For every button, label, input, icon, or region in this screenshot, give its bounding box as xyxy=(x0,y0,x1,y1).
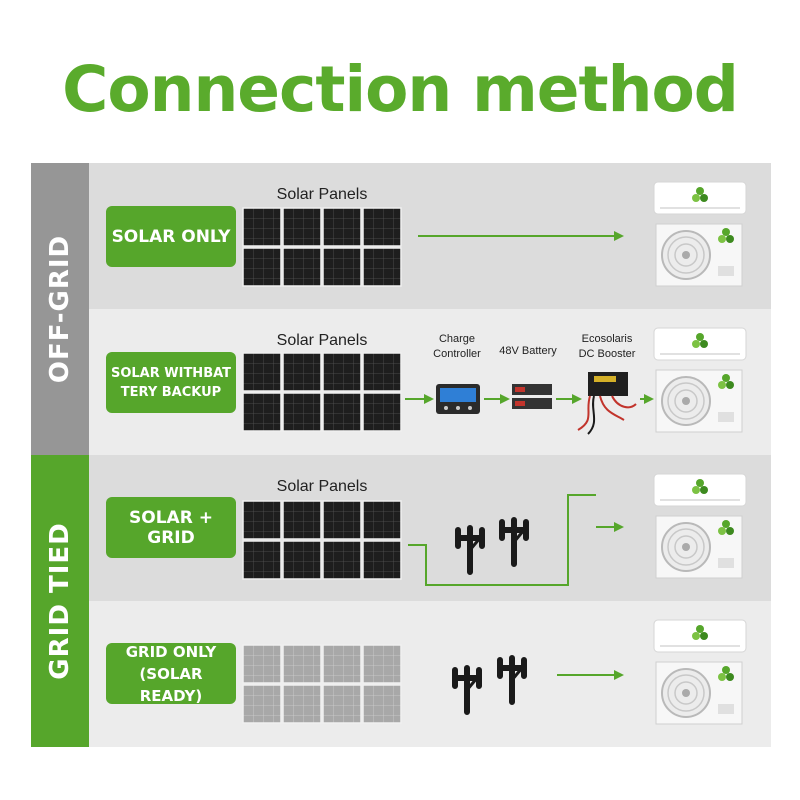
label-line: 48V Battery xyxy=(499,345,557,357)
solar-panel-icon xyxy=(242,207,402,287)
badge-solar-grid: SOLAR + GRID xyxy=(106,497,236,558)
power-pole-icon xyxy=(458,520,526,572)
air-conditioner-icon xyxy=(654,474,746,578)
label-line: Ecosolaris xyxy=(581,333,633,345)
charge-controller-icon xyxy=(436,384,480,414)
badge-line: (SOLAR READY) xyxy=(139,664,203,705)
air-conditioner-icon xyxy=(654,620,746,724)
badge-solar-only: SOLAR ONLY xyxy=(106,206,236,267)
solar-panel-icon xyxy=(242,352,402,432)
badge-solar-battery: SOLAR WITHBAT TERY BACKUP xyxy=(106,352,236,413)
solar-panels-label: Solar Panels xyxy=(276,186,368,203)
badge-line: GRID ONLY xyxy=(125,642,217,661)
badge-line: SOLAR ONLY xyxy=(111,226,231,247)
dc-booster-icon xyxy=(577,372,637,435)
booster-label: Ecosolaris DC Booster xyxy=(570,332,644,362)
badge-line: TERY BACKUP xyxy=(120,384,222,400)
label-line: DC Booster xyxy=(578,348,636,360)
solar-panel-icon xyxy=(242,500,402,580)
label-line: Charge xyxy=(438,333,476,345)
label-line: Controller xyxy=(433,348,481,360)
charge-controller-label: Charge Controller xyxy=(420,332,494,362)
power-pole-icon xyxy=(455,658,524,712)
grid-tied-bar: GRID TIED xyxy=(31,455,89,747)
battery-icon xyxy=(512,384,552,409)
badge-line: SOLAR WITHBAT xyxy=(110,365,232,381)
page-title: Connection method xyxy=(62,53,739,126)
badge-line: SOLAR + GRID xyxy=(129,507,213,548)
battery-label: 48V Battery xyxy=(492,344,564,359)
off-grid-bar: OFF-GRID xyxy=(31,163,89,455)
solar-panels-label: Solar Panels xyxy=(276,332,368,349)
badge-grid-only: GRID ONLY (SOLAR READY) xyxy=(106,642,236,705)
air-conditioner-icon xyxy=(654,182,746,286)
solar-panel-icon xyxy=(242,644,402,724)
solar-panels-label: Solar Panels xyxy=(276,478,368,495)
air-conditioner-icon xyxy=(654,328,746,432)
